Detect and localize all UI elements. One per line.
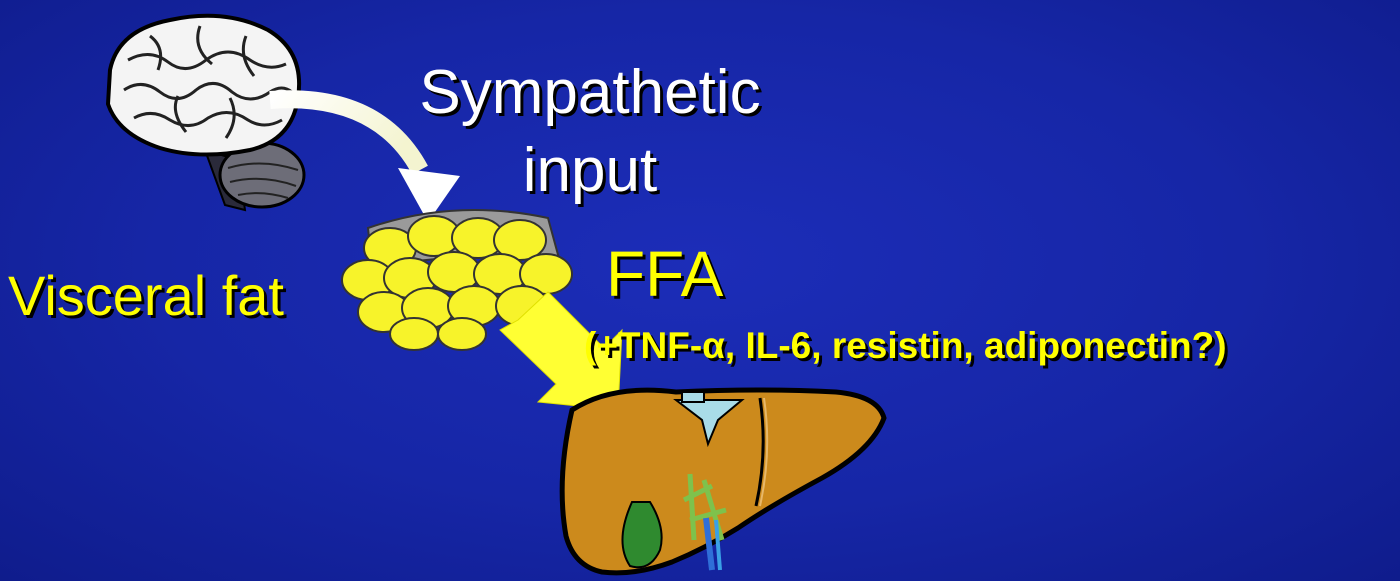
ffa-label: FFA xyxy=(606,242,723,306)
liver-icon xyxy=(562,390,884,573)
cytokines-label: (+TNF-α, IL-6, resistin, adiponectin?) xyxy=(584,327,1227,364)
sympathetic-label: Sympathetic xyxy=(410,62,770,124)
brain-icon xyxy=(108,16,304,210)
visceral-fat-label: Visceral fat xyxy=(8,268,284,324)
input-label: input xyxy=(410,140,770,202)
